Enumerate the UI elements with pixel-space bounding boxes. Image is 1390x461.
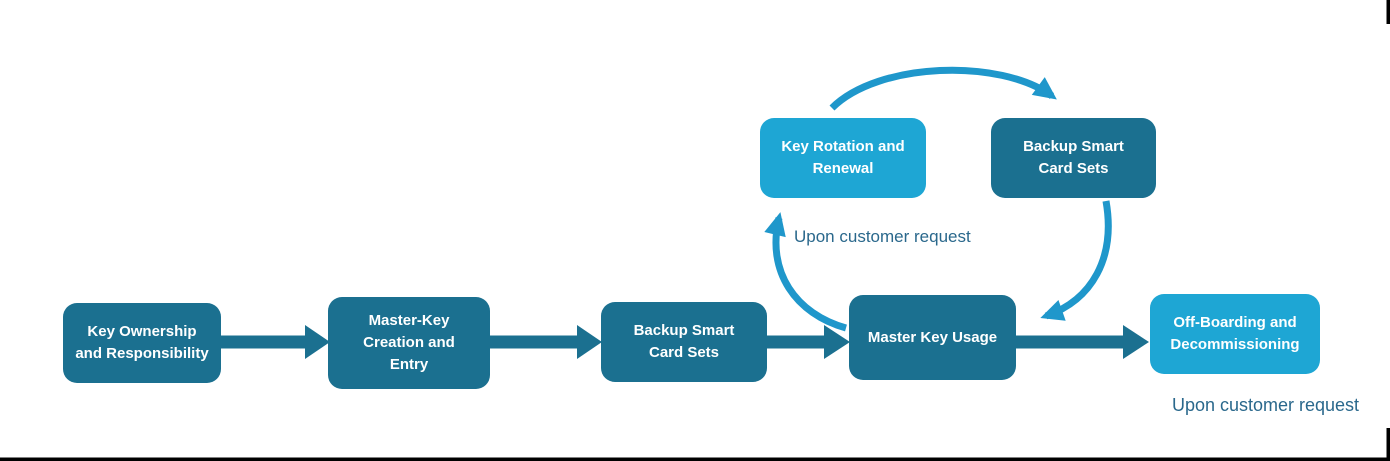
node-master-key-usage: Master Key Usage (849, 295, 1016, 380)
node-backup-smart-card-sets-top: Backup Smart Card Sets (991, 118, 1156, 198)
node-master-key-creation: Master-Key Creation and Entry (328, 297, 490, 389)
annotation-upon-customer-request-offboarding: Upon customer request (1171, 395, 1360, 415)
node-off-boarding: Off-Boarding and Decommissioning (1150, 294, 1320, 374)
node-backup-smart-card-sets: Backup Smart Card Sets (601, 302, 767, 382)
page-border-right-top (1386, 0, 1390, 24)
node-key-ownership: Key Ownership and Responsibility (63, 303, 221, 383)
flow-arrow-2 (488, 325, 602, 359)
flow-arrow-3 (765, 325, 850, 359)
page-border-right-bottom (1386, 428, 1390, 461)
flow-arrow-4 (1014, 325, 1149, 359)
annotation-upon-customer-request-cycle: Upon customer request (794, 227, 971, 246)
node-key-rotation: Key Rotation and Renewal (760, 118, 926, 198)
page-border-bottom (0, 457, 1390, 461)
flow-arrow-1 (219, 325, 330, 359)
cycle-arrow-rotation-to-backup (829, 66, 1057, 111)
cycle-arrow-backup-to-usage (1040, 200, 1112, 321)
